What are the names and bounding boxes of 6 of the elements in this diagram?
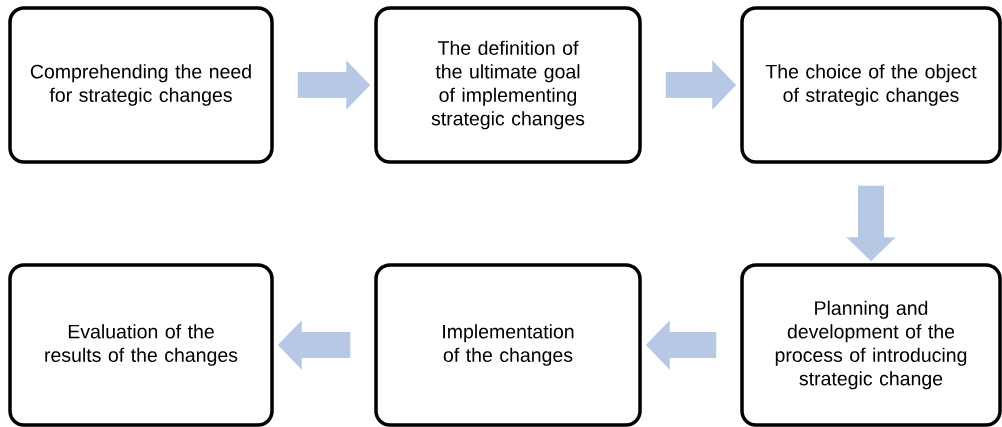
process-box: Planning and development of the process of introducing strategic change bbox=[740, 263, 1002, 427]
process-box: Evaluation of the results of the changes bbox=[8, 263, 274, 427]
process-box: Implementation of the changes bbox=[374, 263, 642, 427]
process-box: The choice of the object of strategic changes bbox=[740, 6, 1002, 164]
process-box: Comprehending the need for strategic changes bbox=[8, 6, 274, 164]
process-box: The definition of the ultimate goal of implementing strategic changes bbox=[374, 6, 642, 164]
